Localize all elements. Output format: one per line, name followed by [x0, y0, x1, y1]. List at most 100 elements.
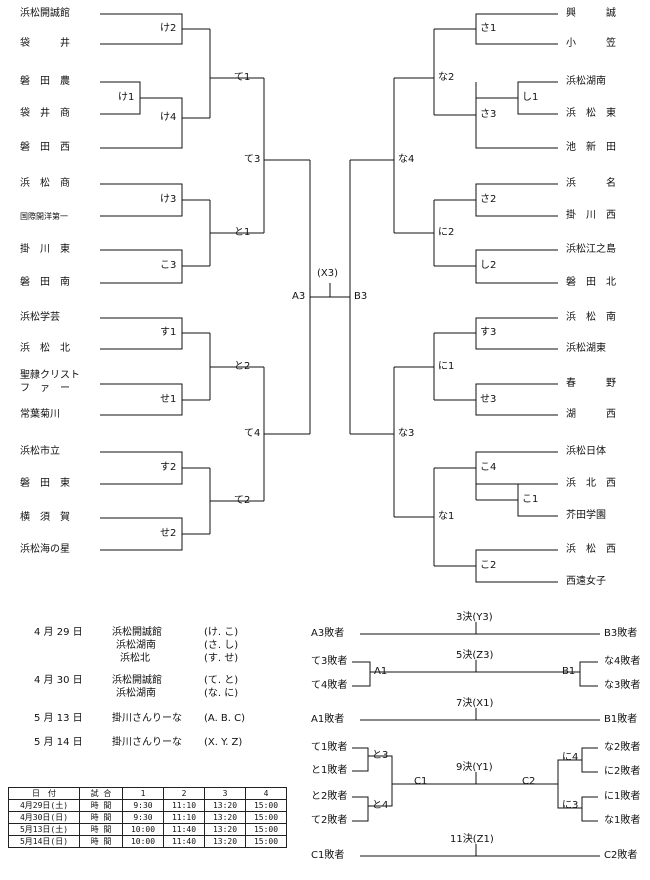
- cell: 13:20: [204, 823, 246, 836]
- team-hamamatsu-higashi: 浜 松 東: [566, 108, 616, 119]
- game-label: さ1: [480, 23, 497, 34]
- r9-rn1: に4: [562, 752, 579, 763]
- r9-ln1: と3: [372, 750, 389, 761]
- r9-r1: な2敗者: [604, 742, 641, 753]
- team-hamakita-nishi: 浜 北 西: [566, 478, 616, 489]
- r3-title: 3決(Y3): [456, 612, 493, 623]
- game-label: こ3: [160, 260, 177, 271]
- team-hamamatsu-nittai: 浜松日体: [566, 446, 606, 457]
- game-label: さ3: [480, 109, 497, 120]
- cell: 15:00: [245, 823, 287, 836]
- game-label: す1: [160, 327, 177, 338]
- schedule-blocks: (け. こ): [204, 627, 239, 638]
- cell: 9:30: [122, 811, 164, 824]
- r9-l4: て2敗者: [311, 815, 348, 826]
- r5-rnode: B1: [562, 666, 576, 677]
- team-seirei-2: フ ァ ー: [20, 383, 70, 394]
- team-hamamatsu-shou: 浜 松 商: [20, 178, 70, 189]
- team-kousei: 興 誠: [566, 8, 616, 19]
- cell: 15:00: [245, 811, 287, 824]
- team-hamamatsu-enoshima: 浜松江之島: [566, 244, 616, 255]
- r9-l3: と2敗者: [311, 791, 348, 802]
- game-label: す2: [160, 462, 177, 473]
- timetable-header: 日 付 試 合 1 2 3 4: [8, 787, 287, 800]
- header-cell: 4: [245, 787, 287, 800]
- final-right-node: B3: [354, 291, 368, 302]
- r11-left: C1敗者: [311, 850, 345, 861]
- game-label: け2: [160, 23, 177, 34]
- game-label: な4: [398, 154, 415, 165]
- game-label: な2: [438, 72, 455, 83]
- header-cell: 3: [204, 787, 246, 800]
- schedule-date: 5 月 13 日: [34, 713, 83, 724]
- final-left-node: A3: [292, 291, 306, 302]
- r9-r3: に1敗者: [604, 791, 641, 802]
- schedule-venue: 浜松湖南: [116, 640, 156, 651]
- r5-r1: な4敗者: [604, 656, 641, 667]
- team-hamana: 浜 名: [566, 178, 616, 189]
- game-label: こ4: [480, 462, 497, 473]
- r5-lnode: A1: [374, 666, 388, 677]
- team-seien-joshi: 西遠女子: [566, 576, 606, 587]
- team-hamamatsu-nishi: 浜 松 西: [566, 544, 616, 555]
- team-iwata-nou: 磐 田 農: [20, 76, 70, 87]
- cell: 11:40: [163, 823, 205, 836]
- team-hamamatsu-kaiseikan: 浜松開誠館: [20, 8, 70, 19]
- schedule-blocks: (X. Y. Z): [204, 737, 243, 748]
- r9-rn2: に3: [562, 800, 579, 811]
- r7-left: A1敗者: [311, 714, 345, 725]
- header-cell: 1: [122, 787, 164, 800]
- team-tokoha-kikugawa: 常葉菊川: [20, 409, 60, 420]
- schedule-venue: 掛川さんりーな: [112, 737, 182, 748]
- r9-l2: と1敗者: [311, 765, 348, 776]
- game-label: し1: [522, 92, 539, 103]
- r5-title: 5決(Z3): [456, 650, 494, 661]
- r9-r2: に2敗者: [604, 766, 641, 777]
- timetable-row: 5月14日(日) 時 間 10:00 11:40 13:20 15:00: [8, 835, 287, 848]
- game-label: さ2: [480, 194, 497, 205]
- team-kosai: 湖 西: [566, 409, 616, 420]
- game-label: な1: [438, 511, 455, 522]
- game-label: け3: [160, 194, 177, 205]
- r7-title: 7決(X1): [456, 698, 494, 709]
- team-ogasa: 小 笠: [566, 38, 616, 49]
- team-haruno: 春 野: [566, 378, 616, 389]
- timetable: 日 付 試 合 1 2 3 4 4月29日(土) 時 間 9:30 11:10 …: [8, 787, 287, 848]
- r9-r4: な1敗者: [604, 815, 641, 826]
- cell: 4月29日(土): [8, 799, 80, 812]
- timetable-row: 5月13日(土) 時 間 10:00 11:40 13:20 15:00: [8, 823, 287, 836]
- game-label: て2: [234, 495, 251, 506]
- r5-r2: な3敗者: [604, 680, 641, 691]
- team-ikeshinden: 池 新 田: [566, 142, 616, 153]
- schedule-venue: 掛川さんりーな: [112, 713, 182, 724]
- game-label: と1: [234, 227, 251, 238]
- r9-ln2: と4: [372, 800, 389, 811]
- game-label: て1: [234, 72, 251, 83]
- r11-title: 11決(Z1): [450, 834, 494, 845]
- schedule-date: 4 月 30 日: [34, 675, 83, 686]
- team-hamamatsu-minami: 浜 松 南: [566, 312, 616, 323]
- team-hamamatsu-gakugei: 浜松学芸: [20, 312, 60, 323]
- game-label: し2: [480, 260, 497, 271]
- cell: 4月30日(日): [8, 811, 80, 824]
- game-label: に1: [438, 361, 455, 372]
- cell: 13:20: [204, 811, 246, 824]
- cell: 時 間: [79, 823, 123, 836]
- team-kakegawa-higashi: 掛 川 東: [20, 244, 70, 255]
- r9-title: 9決(Y1): [456, 762, 493, 773]
- team-hamamatsu-shiritsu: 浜松市立: [20, 446, 60, 457]
- schedule-venue: 浜松開誠館: [112, 675, 162, 686]
- team-hamamatsu-uminohoshi: 浜松海の星: [20, 544, 70, 555]
- header-cell: 日 付: [8, 787, 80, 800]
- team-fukuroi: 袋 井: [20, 38, 70, 49]
- header-cell: 試 合: [79, 787, 123, 800]
- cell: 10:00: [122, 823, 164, 836]
- game-label: て3: [244, 154, 261, 165]
- game-label: せ3: [480, 394, 497, 405]
- cell: 時 間: [79, 811, 123, 824]
- game-label: て4: [244, 428, 261, 439]
- cell: 10:00: [122, 835, 164, 848]
- cell: 13:20: [204, 835, 246, 848]
- team-iwata-higashi: 磐 田 東: [20, 478, 70, 489]
- cell: 11:10: [163, 811, 205, 824]
